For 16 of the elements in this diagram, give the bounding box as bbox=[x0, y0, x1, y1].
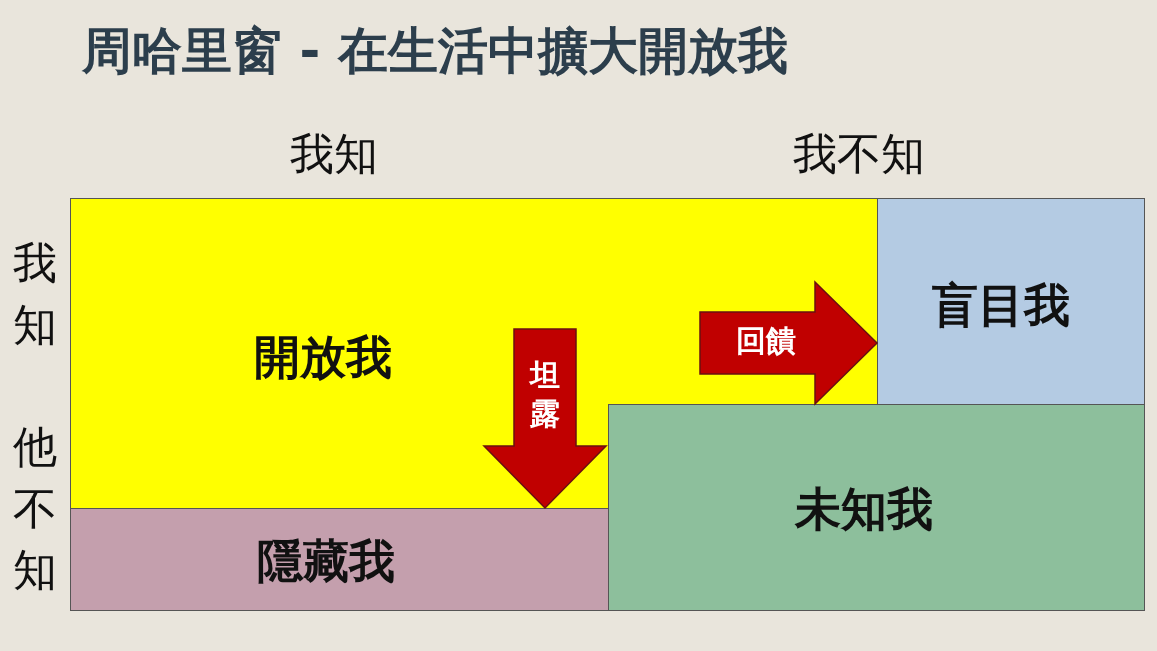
quadrant-box bbox=[70, 508, 609, 611]
axis-label: 我知 bbox=[12, 236, 59, 352]
axis-label: 他不知 bbox=[12, 420, 59, 598]
quadrant-box bbox=[608, 404, 1145, 611]
block-arrow bbox=[699, 280, 879, 406]
axis-label: 我知 bbox=[290, 132, 378, 176]
block-arrow bbox=[482, 328, 608, 510]
quadrant-box bbox=[877, 198, 1145, 405]
title: 周哈里窗 - 在生活中擴大開放我 bbox=[82, 24, 788, 79]
quadrant-label: 盲目我 bbox=[932, 282, 1070, 328]
quadrant-label: 開放我 bbox=[254, 334, 392, 380]
quadrant-label: 未知我 bbox=[795, 486, 933, 532]
axis-label: 我不知 bbox=[793, 132, 925, 176]
edge-label: 坦露 bbox=[529, 356, 561, 433]
edge-label: 回饋 bbox=[736, 326, 796, 356]
quadrant-label: 隱藏我 bbox=[257, 538, 395, 584]
